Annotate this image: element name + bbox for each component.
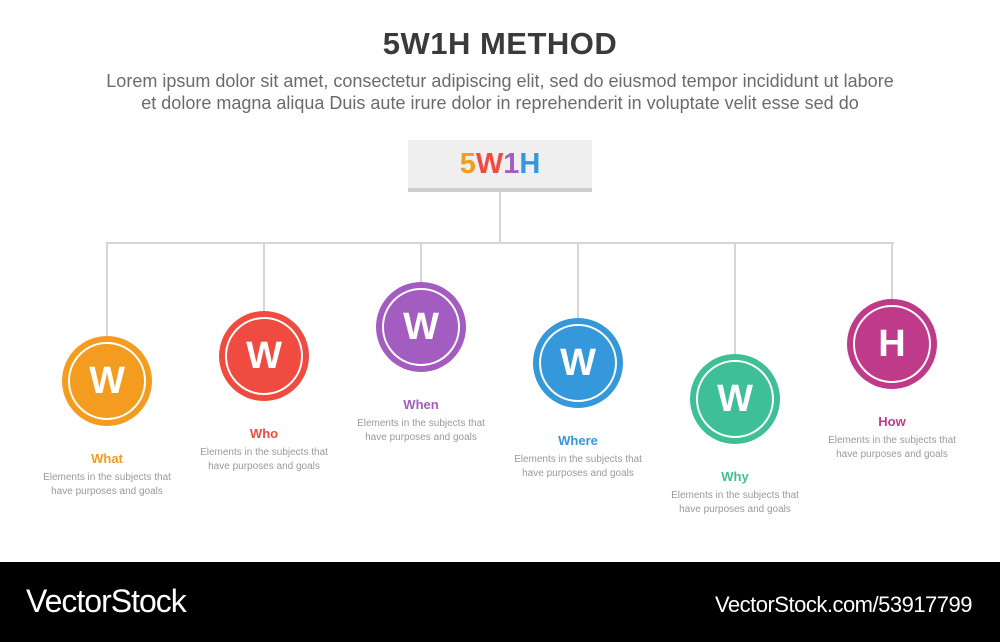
node-how-label: How	[878, 414, 906, 429]
node-what-description: Elements in the subjects that have purpos…	[27, 471, 187, 499]
node-when-label: When	[403, 397, 439, 412]
node-why-description: Elements in the subjects that have purpos…	[655, 489, 815, 517]
connector-drop-who	[263, 243, 265, 311]
node-why-label: Why	[721, 469, 749, 484]
node-letter: W	[403, 305, 439, 348]
node-who-circle: W	[219, 311, 309, 401]
connector-drop-when	[420, 243, 422, 282]
description-line-2: have purposes and goals	[679, 504, 791, 515]
node-where-label: Where	[558, 433, 598, 448]
circle-ring	[225, 317, 303, 395]
header-char-w: W	[475, 147, 504, 180]
circle-ring	[539, 324, 617, 402]
connector-drop-why	[734, 243, 736, 354]
node-letter: W	[560, 341, 596, 384]
node-what-label: What	[91, 451, 123, 466]
footer-url: VectorStock.com/53917799	[714, 592, 973, 617]
node-letter: W	[89, 359, 125, 402]
circle-ring	[382, 288, 460, 366]
connector-drop-how	[891, 243, 893, 299]
connector-drop-what	[106, 243, 108, 336]
node-where-description: Elements in the subjects that have purpos…	[498, 453, 658, 481]
connector-bar	[106, 242, 894, 244]
node-where-circle: W	[533, 318, 623, 408]
description-line-2: have purposes and goals	[208, 461, 320, 472]
header-char-1: 1	[503, 147, 520, 180]
node-when-circle: W	[376, 282, 466, 372]
description-line-1: Elements in the subjects that	[357, 418, 485, 429]
node-letter: W	[246, 334, 282, 377]
node-who-description: Elements in the subjects that have purpos…	[184, 446, 344, 474]
node-letter: H	[878, 322, 906, 365]
page-subtitle: Lorem ipsum dolor sit amet, consectetur …	[30, 70, 970, 114]
description-line-2: have purposes and goals	[836, 449, 948, 460]
connector-drop-where	[577, 243, 579, 318]
node-letter: W	[717, 377, 753, 420]
subtitle-line-2: et dolore magna aliqua Duis aute irure d…	[141, 93, 859, 113]
footer-brand-logo: VectorStock	[26, 583, 187, 619]
header-char-5: 5	[459, 147, 476, 180]
description-line-1: Elements in the subjects that	[200, 447, 328, 458]
header-char-h: H	[519, 147, 541, 180]
description-line-1: Elements in the subjects that	[43, 472, 171, 483]
node-who-label: Who	[249, 426, 279, 441]
description-line-1: Elements in the subjects that	[671, 490, 799, 501]
node-why-circle: W	[690, 354, 780, 444]
description-line-2: have purposes and goals	[522, 468, 634, 479]
page-title: 5W1H METHOD	[382, 26, 618, 61]
circle-ring	[68, 342, 146, 420]
description-line-2: have purposes and goals	[365, 432, 477, 443]
node-how-circle: H	[847, 299, 937, 389]
node-what-circle: W	[62, 336, 152, 426]
circle-ring	[696, 360, 774, 438]
node-when-description: Elements in the subjects that have purpos…	[341, 417, 501, 445]
subtitle-line-1: Lorem ipsum dolor sit amet, consectetur …	[106, 71, 894, 91]
description-line-1: Elements in the subjects that	[828, 435, 956, 446]
node-how-description: Elements in the subjects that have purpos…	[812, 434, 972, 462]
connector-stem	[499, 192, 501, 244]
description-line-2: have purposes and goals	[51, 486, 163, 497]
footer-watermark-bar: VectorStock VectorStock.com/53917799	[0, 562, 1000, 642]
circle-ring	[853, 305, 931, 383]
description-line-1: Elements in the subjects that	[514, 454, 642, 465]
